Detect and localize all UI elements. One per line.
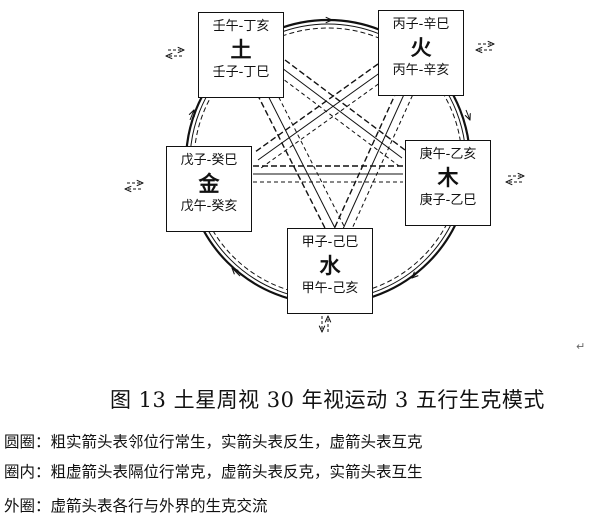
legend-text: 虚箭头表各行与外界的生克交流 [50,497,268,515]
node-fire-top-label: 丙子-辛巳 [392,17,450,32]
node-fire-bottom-label: 丙午-辛亥 [392,63,450,78]
node-wood-element: 木 [437,166,459,190]
legend-label: 圆圈： [4,433,51,451]
legend-label: 圈内： [4,463,51,481]
legend-line-outside: 外圈：虚箭头表各行与外界的生克交流 [4,494,268,516]
ring-arrow [412,269,421,278]
five-elements-diagram: 壬午-丁亥 土 壬子-丁巳 丙子-辛巳 火 丙午-辛亥 戊子-癸巳 金 戊午-癸… [0,0,600,380]
figure-caption: 图 13 土星周视 30 年视运动 3 五行生克模式 [110,388,545,412]
node-water: 甲子-己巳 水 甲午-己亥 [287,228,373,314]
node-metal-top-label: 戊子-癸巳 [180,153,238,168]
external-exchange-arrows [125,44,524,332]
ring-arrow [466,109,470,120]
legend-line-inside: 圈内：粗虚箭头表隔位行常克，虚箭头表反克，实箭头表互生 [4,460,423,482]
node-wood-top-label: 庚午-乙亥 [419,147,477,162]
node-water-bottom-label: 甲午-己亥 [301,281,359,296]
connection-lines [0,0,600,380]
node-water-element: 水 [319,254,341,278]
node-earth: 壬午-丁亥 土 壬子-丁巳 [198,12,284,98]
legend-label: 外圈： [4,497,51,515]
node-wood: 庚午-乙亥 木 庚子-乙巳 [405,140,491,226]
legend-text: 粗虚箭头表隔位行常克，虚箭头表反克，实箭头表互生 [50,463,423,481]
legend-line-circle: 圆圈：粗实箭头表邻位行常生，实箭头表反生，虚箭头表互克 [4,430,423,452]
node-earth-element: 土 [230,38,252,62]
node-metal: 戊子-癸巳 金 戊午-癸亥 [166,146,252,232]
node-metal-element: 金 [198,172,220,196]
node-metal-bottom-label: 戊午-癸亥 [180,199,238,214]
node-fire-element: 火 [410,36,432,60]
legend-text: 粗实箭头表邻位行常生，实箭头表反生，虚箭头表互克 [50,433,423,451]
node-water-top-label: 甲子-己巳 [301,235,359,250]
paragraph-mark: ↵ [576,340,586,353]
node-earth-top-label: 壬午-丁亥 [212,19,270,34]
node-fire: 丙子-辛巳 火 丙午-辛亥 [378,10,464,96]
node-wood-bottom-label: 庚子-乙巳 [419,193,477,208]
ring-arrow [190,110,194,121]
node-earth-bottom-label: 壬子-丁巳 [212,65,270,80]
ring-arrow [232,268,241,277]
